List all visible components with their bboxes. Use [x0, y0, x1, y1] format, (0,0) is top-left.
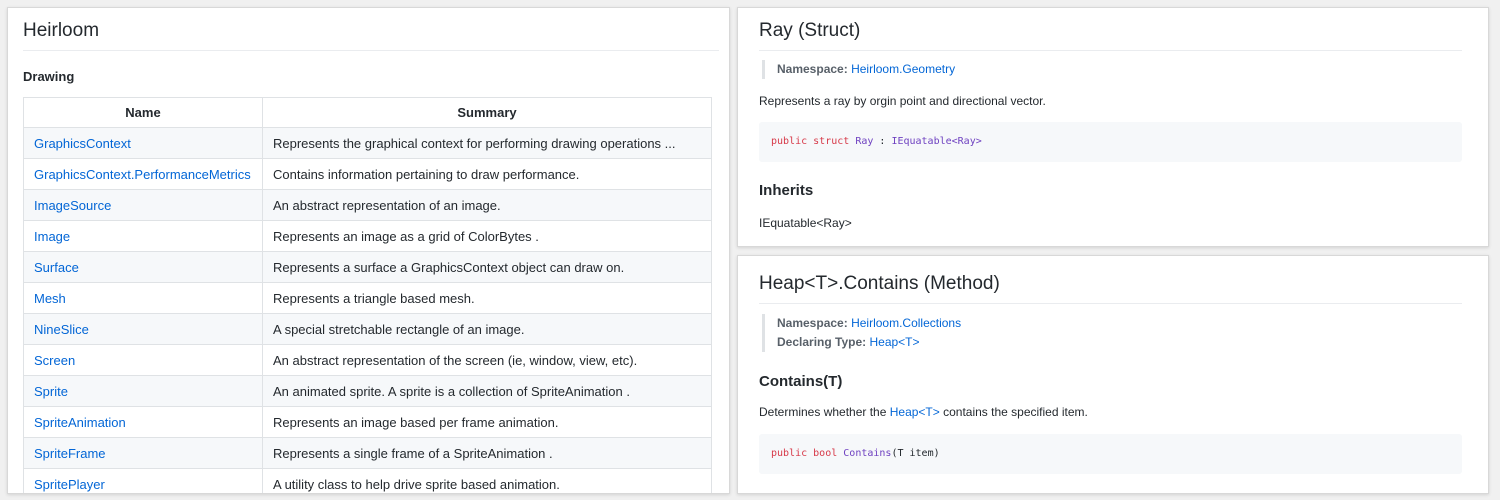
namespace-link[interactable]: Heirloom.Geometry	[851, 62, 955, 76]
type-link[interactable]: GraphicsContext	[34, 136, 131, 151]
type-name-cell: SpriteFrame	[24, 438, 263, 469]
inherits-value: IEquatable<Ray>	[759, 216, 852, 230]
type-name-cell: Surface	[24, 252, 263, 283]
type-name-cell: SpritePlayer	[24, 469, 263, 495]
type-name-cell: Sprite	[24, 376, 263, 407]
code-signature: public bool Contains(T item)	[759, 434, 1462, 474]
type-name-cell: GraphicsContext.PerformanceMetrics	[24, 159, 263, 190]
type-description: Represents a ray by orgin point and dire…	[759, 94, 1046, 108]
code-method-name: Contains	[843, 448, 891, 459]
type-link[interactable]: ImageSource	[34, 198, 111, 213]
page-title: Heap<T>.Contains (Method)	[759, 273, 1462, 304]
code-keyword: public	[771, 136, 807, 147]
description-text: contains the specified item.	[940, 405, 1088, 419]
type-link[interactable]: SpritePlayer	[34, 477, 105, 492]
code-keyword: struct	[813, 136, 849, 147]
declaring-type-label: Declaring Type:	[777, 335, 866, 349]
type-name-cell: SpriteAnimation	[24, 407, 263, 438]
inherits-heading: Inherits	[759, 182, 813, 199]
page-title: Heirloom	[23, 20, 719, 51]
namespace-block: Namespace: Heirloom.Geometry	[762, 60, 955, 79]
table-row: Image Represents an image as a grid of Co…	[24, 221, 712, 252]
table-row: SpriteFrame Represents a single frame of …	[24, 438, 712, 469]
table-row: Screen An abstract representation of the …	[24, 345, 712, 376]
type-name-cell: GraphicsContext	[24, 128, 263, 159]
type-link[interactable]: SpriteFrame	[34, 446, 106, 461]
code-keyword: bool	[813, 448, 837, 459]
type-summary-cell: Represents a single frame of a SpriteAni…	[263, 438, 712, 469]
type-name-cell: Image	[24, 221, 263, 252]
namespace-label: Namespace:	[777, 62, 848, 76]
type-summary-cell: A utility class to help drive sprite bas…	[263, 469, 712, 495]
type-link[interactable]: Mesh	[34, 291, 66, 306]
column-header-name: Name	[24, 98, 263, 128]
code-keyword: public	[771, 448, 807, 459]
type-summary-cell: An animated sprite. A sprite is a collec…	[263, 376, 712, 407]
method-heading: Contains(T)	[759, 373, 842, 390]
heap-contains-panel: Heap<T>.Contains (Method) Namespace: Hei…	[737, 255, 1489, 494]
type-link[interactable]: NineSlice	[34, 322, 89, 337]
type-summary-cell: A special stretchable rectangle of an im…	[263, 314, 712, 345]
declaring-type-link[interactable]: Heap<T>	[869, 335, 919, 349]
type-name-cell: ImageSource	[24, 190, 263, 221]
type-name-cell: Mesh	[24, 283, 263, 314]
type-link[interactable]: Image	[34, 229, 70, 244]
drawing-namespace-panel: Heirloom Drawing Name Summary GraphicsCo…	[7, 7, 730, 494]
type-name-cell: NineSlice	[24, 314, 263, 345]
type-summary-cell: An abstract representation of the screen…	[263, 345, 712, 376]
types-table: Name Summary GraphicsContext Represents t…	[23, 97, 712, 494]
type-link[interactable]: GraphicsContext.PerformanceMetrics	[34, 167, 251, 182]
type-summary-cell: Represents an image as a grid of ColorBy…	[263, 221, 712, 252]
code-punctuation: :	[873, 136, 891, 147]
type-summary-cell: Represents a triangle based mesh.	[263, 283, 712, 314]
table-row: Sprite An animated sprite. A sprite is a …	[24, 376, 712, 407]
table-header-row: Name Summary	[24, 98, 712, 128]
type-name-cell: Screen	[24, 345, 263, 376]
type-link[interactable]: SpriteAnimation	[34, 415, 126, 430]
page-title: Ray (Struct)	[759, 20, 1462, 51]
type-summary-cell: Represents an image based per frame anim…	[263, 407, 712, 438]
table-row: Mesh Represents a triangle based mesh.	[24, 283, 712, 314]
namespace-block: Namespace: Heirloom.Collections Declarin…	[762, 314, 961, 352]
type-summary-cell: An abstract representation of an image.	[263, 190, 712, 221]
heap-type-link[interactable]: Heap<T>	[890, 405, 940, 419]
section-heading: Drawing	[23, 69, 74, 84]
type-summary-cell: Represents a surface a GraphicsContext o…	[263, 252, 712, 283]
code-type-name: Ray	[855, 136, 873, 147]
table-row: GraphicsContext.PerformanceMetrics Contai…	[24, 159, 712, 190]
ray-struct-panel: Ray (Struct) Namespace: Heirloom.Geometr…	[737, 7, 1489, 247]
type-link[interactable]: Screen	[34, 353, 75, 368]
code-signature: public struct Ray : IEquatable<Ray>	[759, 122, 1462, 162]
table-row: GraphicsContext Represents the graphical …	[24, 128, 712, 159]
table-row: Surface Represents a surface a GraphicsCo…	[24, 252, 712, 283]
table-row: SpritePlayer A utility class to help driv…	[24, 469, 712, 495]
table-row: ImageSource An abstract representation of…	[24, 190, 712, 221]
code-interface: IEquatable<Ray>	[891, 136, 981, 147]
type-link[interactable]: Surface	[34, 260, 79, 275]
column-header-summary: Summary	[263, 98, 712, 128]
type-link[interactable]: Sprite	[34, 384, 68, 399]
table-row: SpriteAnimation Represents an image based…	[24, 407, 712, 438]
namespace-label: Namespace:	[777, 316, 848, 330]
method-description: Determines whether the Heap<T> contains …	[759, 405, 1088, 419]
namespace-link[interactable]: Heirloom.Collections	[851, 316, 961, 330]
description-text: Determines whether the	[759, 405, 890, 419]
table-row: NineSlice A special stretchable rectangle…	[24, 314, 712, 345]
code-arguments: (T item)	[891, 448, 939, 459]
type-summary-cell: Represents the graphical context for per…	[263, 128, 712, 159]
type-summary-cell: Contains information pertaining to draw …	[263, 159, 712, 190]
